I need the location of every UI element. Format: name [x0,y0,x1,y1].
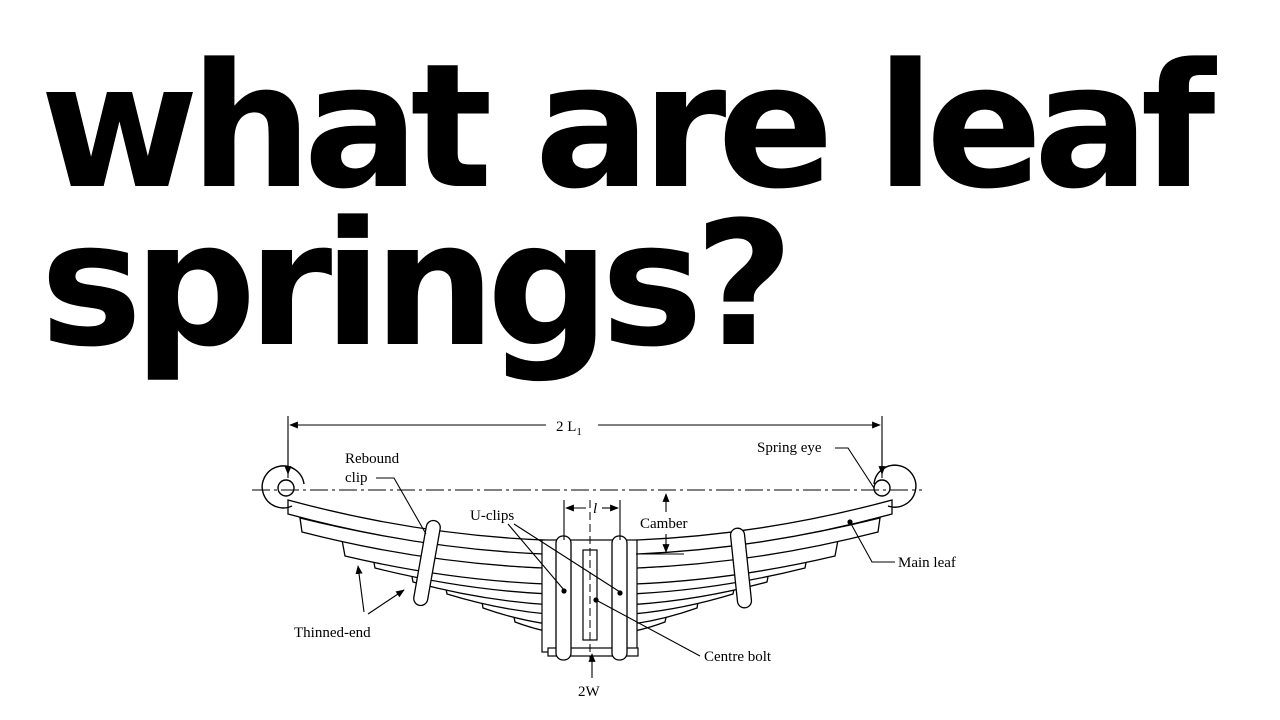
centre-bolt-label: Centre bolt [704,649,772,665]
rebound-clip-left [413,519,441,607]
camber-label: Camber [640,516,687,532]
rebound-clip-label-1: Rebound [345,451,400,467]
u-clip-left [555,535,572,661]
width-label: 2W [578,684,601,700]
rebound-clip-leader [376,477,427,535]
title-line-2: springs? [40,184,794,385]
l-dimension [563,500,621,540]
thinned-end-label: Thinned-end [294,625,371,641]
spring-eye-right [873,464,917,508]
spring-eye-leader [835,447,875,489]
u-clip-right [611,535,628,661]
spring-eye-label: Spring eye [757,440,822,456]
u-clips-leader-a [507,523,565,591]
title-line-1: what are leaf [40,26,1215,227]
centre-bolt-leader [595,599,701,657]
length-dimension [284,416,886,478]
page-title: what are leaf springs? [40,26,1215,385]
length-label: 2 L1 [556,419,582,438]
leader-lines [355,447,895,657]
l-label: l [593,501,597,517]
u-clips-label: U-clips [470,508,514,524]
rebound-clip-label-2: clip [345,470,368,486]
spring-eye-left [261,465,305,509]
rebound-clip-right [729,527,753,609]
main-leaf-leader [849,521,895,563]
main-leaf-label: Main leaf [898,555,956,571]
camber-dimension [636,493,684,555]
u-clips-leader-b [513,523,621,593]
